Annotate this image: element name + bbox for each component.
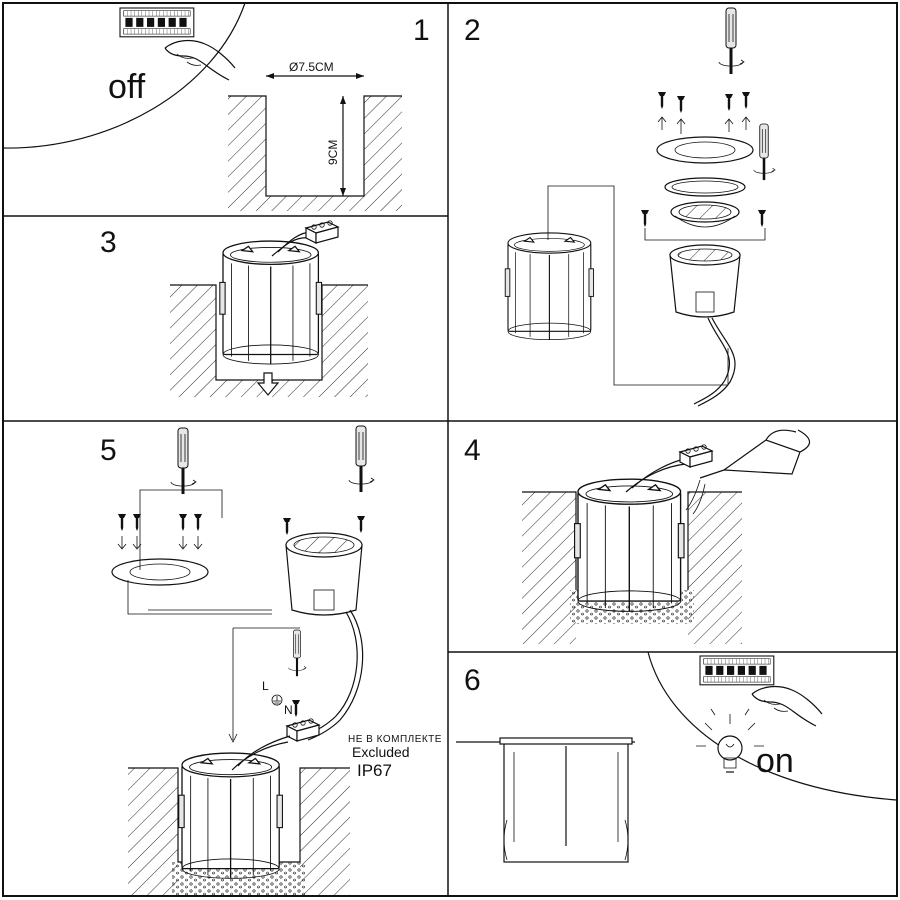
reflector-lens	[670, 201, 740, 228]
hand-icon	[164, 39, 236, 81]
step-number-4: 4	[464, 434, 481, 467]
terminal-block-icon	[679, 444, 713, 468]
assembly-guide-line	[127, 489, 272, 615]
screw-icon	[725, 94, 733, 111]
step-number-1: 1	[413, 14, 430, 47]
screw-icon	[283, 518, 291, 535]
installed-housing-section	[522, 491, 742, 644]
watering-can-icon	[699, 429, 811, 479]
switchboard-callout-arc	[2, 2, 246, 149]
power-cable	[693, 317, 731, 405]
panel-step-6: 6 on	[456, 651, 898, 863]
top-cover-ring	[111, 558, 209, 586]
screw-icon	[742, 92, 750, 109]
finished-install-section	[456, 737, 635, 863]
screw-icon	[658, 92, 666, 109]
not-included-en: Excluded	[352, 744, 410, 760]
screw-icon	[357, 516, 365, 533]
screwdriver-icon	[288, 629, 307, 677]
top-cover-ring	[656, 136, 754, 164]
assembly-guide-line	[547, 185, 729, 386]
screw-icon	[758, 210, 766, 227]
terminal-label-l: L	[262, 679, 269, 693]
hole-depth-label: 9CM	[326, 140, 340, 165]
step-number-3: 3	[100, 226, 117, 259]
panel-step-2: 2	[464, 7, 776, 407]
mounting-housing	[178, 752, 284, 880]
ground-icon	[271, 694, 283, 706]
water-stream	[685, 479, 706, 515]
lamp-body	[669, 244, 741, 318]
mounting-housing	[219, 240, 323, 365]
light-bulb-icon	[696, 708, 764, 773]
hole-diameter-label: Ø7.5CM	[289, 60, 334, 74]
power-cable	[307, 609, 364, 741]
breaker-panel-icon	[699, 655, 775, 686]
ip-rating-label: IP67	[357, 761, 392, 780]
not-included-ru: НЕ В КОМПЛЕКТЕ	[348, 734, 442, 745]
mounting-housing	[504, 232, 595, 341]
screw-icon	[641, 210, 649, 227]
panel-step-3: 3	[100, 220, 368, 397]
screw-icon	[194, 514, 202, 531]
hand-icon	[751, 685, 823, 727]
breaker-panel-icon	[119, 7, 195, 38]
screw-icon	[677, 96, 685, 113]
step-number-5: 5	[100, 434, 117, 467]
terminal-block-icon	[305, 220, 339, 244]
panel-step-4: 4	[464, 429, 811, 644]
screwdriver-icon	[348, 425, 375, 493]
step-number-6: 6	[464, 664, 481, 697]
down-arrow-icon	[256, 372, 280, 396]
panel-step-5: 5 L N НЕ В КОМПЛЕКТЕ Exclud	[100, 425, 442, 896]
screwdriver-icon	[753, 123, 776, 181]
step-number-2: 2	[464, 14, 481, 47]
panel-step-1: 1 off Ø7.5CM 9CM	[2, 2, 430, 211]
lamp-body	[285, 532, 363, 616]
terminal-label-n: N	[284, 703, 293, 717]
mounting-housing	[573, 478, 685, 613]
screw-icon	[179, 514, 187, 531]
assembly-guide-line	[228, 628, 238, 743]
mounting-hole-section	[228, 95, 402, 211]
power-off-label: off	[108, 68, 146, 106]
screw-icon	[292, 700, 300, 717]
power-on-label: on	[756, 742, 794, 780]
screw-icon	[118, 514, 126, 531]
screwdriver-icon	[170, 427, 197, 495]
screwdriver-icon	[718, 7, 745, 75]
